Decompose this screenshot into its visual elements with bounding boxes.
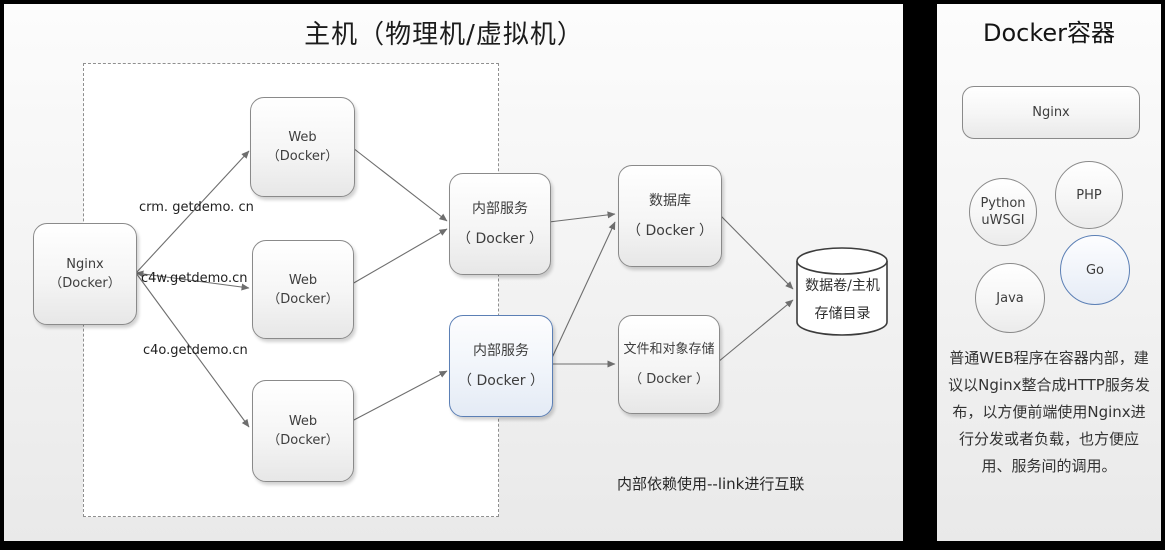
container-label: PHP [1076, 187, 1102, 203]
node-label: 内部服务 [472, 200, 528, 217]
arrow-web1-to-internal1 [352, 147, 448, 222]
arrow-nginx-to-web1 [135, 150, 250, 274]
volume-label-line1: 数据卷/主机 [805, 278, 880, 294]
host-panel-title: 主机（物理机/虚拟机） [304, 20, 584, 50]
container-label-line1: Python [980, 196, 1026, 211]
arrow-storage-to-volume [717, 299, 794, 363]
node-sublabel: （Docker） [266, 149, 339, 164]
node-nginx-docker: Nginx （Docker） [33, 223, 137, 325]
node-sublabel: （ Docker ） [457, 230, 543, 247]
node-web3-docker: Web （Docker） [252, 380, 354, 482]
edge-label-c4o-domain: c4o.getdemo.cn [143, 343, 248, 358]
volume-cylinder [796, 247, 888, 336]
node-label: Web [288, 130, 317, 145]
arrow-db-to-volume [719, 214, 794, 290]
arrow-internal1-to-db [548, 211, 616, 223]
node-sublabel: （ Docker ） [458, 372, 544, 389]
node-web1-docker: Web （Docker） [250, 97, 355, 197]
edge-label-c4w-domain: c4w.getdemo.cn [141, 271, 248, 286]
edge-label-crm-domain: crm. getdemo. cn [139, 200, 254, 215]
node-label: Nginx [66, 257, 104, 272]
docker-container-php: PHP [1055, 161, 1123, 229]
arrow-web3-to-internal2 [351, 370, 448, 422]
arrow-nginx-to-web3 [135, 272, 250, 428]
node-sublabel: （ Docker ） [627, 222, 713, 239]
node-label: Web [288, 272, 318, 288]
volume-label-line2: 存储目录 [814, 306, 871, 322]
container-label-line2: uWSGI [981, 213, 1025, 228]
container-label: Go [1085, 262, 1105, 278]
arrow-nginx-to-web2 [135, 270, 250, 291]
link-interconnect-note: 内部依赖使用--link进行互联 [617, 475, 805, 493]
docker-container-java: Java [975, 263, 1045, 333]
docker-container-go-highlighted: Go [1060, 235, 1130, 305]
docker-container-python-uwsgi: Python uWSGI [969, 178, 1037, 246]
node-label: 内部服务 [473, 342, 529, 359]
node-label: Web [288, 414, 318, 429]
node-sublabel: （Docker） [267, 433, 339, 448]
node-file-object-storage-docker: 文件和对象存储 （ Docker ） [618, 315, 720, 414]
docker-panel-title: Docker容器 [982, 19, 1116, 47]
node-sublabel: （ Docker ） [629, 372, 709, 387]
node-label: 数据库 [649, 192, 691, 209]
node-database-docker: 数据库 （ Docker ） [618, 165, 722, 267]
node-sublabel: （Docker） [49, 276, 121, 291]
arrow-web2-to-internal1 [351, 228, 448, 285]
container-label: Nginx [1032, 105, 1070, 120]
docker-panel-description: 普通WEB程序在容器内部，建议以Nginx整合成HTTP服务发布，以方便前端使用… [948, 349, 1150, 475]
container-label: Java [996, 290, 1024, 306]
node-internal-service2-docker-highlighted: 内部服务 （ Docker ） [449, 315, 553, 417]
node-web2-docker: Web （Docker） [252, 240, 354, 339]
node-label: 文件和对象存储 [623, 342, 715, 357]
volume-label: 数据卷/主机 存储目录 [797, 272, 888, 328]
docker-container-nginx: Nginx [962, 86, 1140, 139]
node-internal-service1-docker: 内部服务 （ Docker ） [449, 173, 551, 275]
arrow-internal2-to-db [550, 221, 616, 361]
node-sublabel: （Docker） [267, 291, 339, 307]
